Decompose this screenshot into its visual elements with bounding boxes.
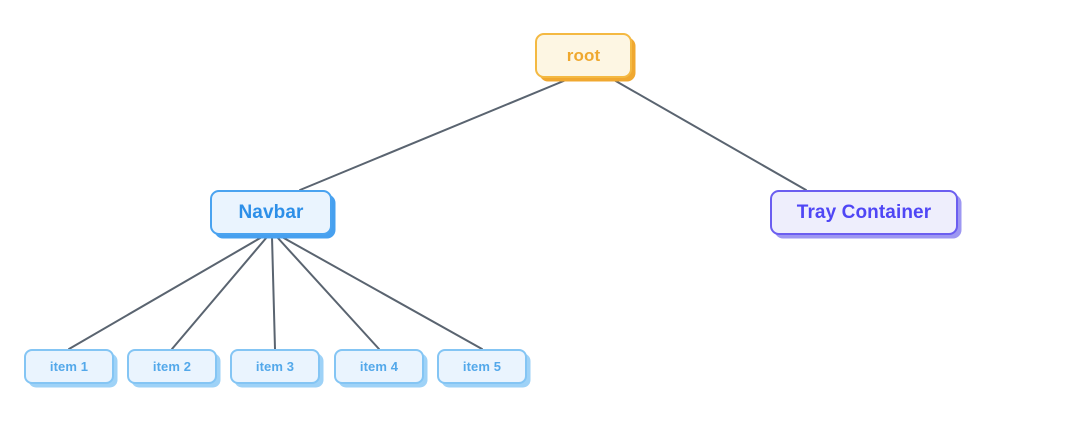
node-label-item2: item 2	[152, 359, 192, 374]
edge-root-to-tray	[613, 79, 807, 191]
node-label-item3: item 3	[255, 359, 295, 374]
node-item4[interactable]: item 4	[334, 349, 424, 384]
edge-navbar-to-item2	[171, 236, 268, 350]
node-navbar[interactable]: Navbar	[210, 190, 332, 235]
node-label-navbar: Navbar	[238, 202, 304, 223]
node-label-tray: Tray Container	[796, 202, 932, 223]
node-item5[interactable]: item 5	[437, 349, 527, 384]
node-item3[interactable]: item 3	[230, 349, 320, 384]
node-label-item1: item 1	[49, 359, 89, 374]
node-tray[interactable]: Tray Container	[770, 190, 958, 235]
edge-navbar-to-item5	[281, 236, 483, 350]
edge-navbar-to-item4	[276, 236, 380, 350]
node-root[interactable]: root	[535, 33, 632, 78]
node-label-item5: item 5	[462, 359, 502, 374]
node-label-root: root	[566, 46, 601, 65]
edge-root-to-navbar	[299, 79, 567, 191]
edge-navbar-to-item1	[68, 236, 263, 350]
node-item1[interactable]: item 1	[24, 349, 114, 384]
node-label-item4: item 4	[359, 359, 399, 374]
edge-navbar-to-item3	[271, 236, 276, 350]
node-item2[interactable]: item 2	[127, 349, 217, 384]
